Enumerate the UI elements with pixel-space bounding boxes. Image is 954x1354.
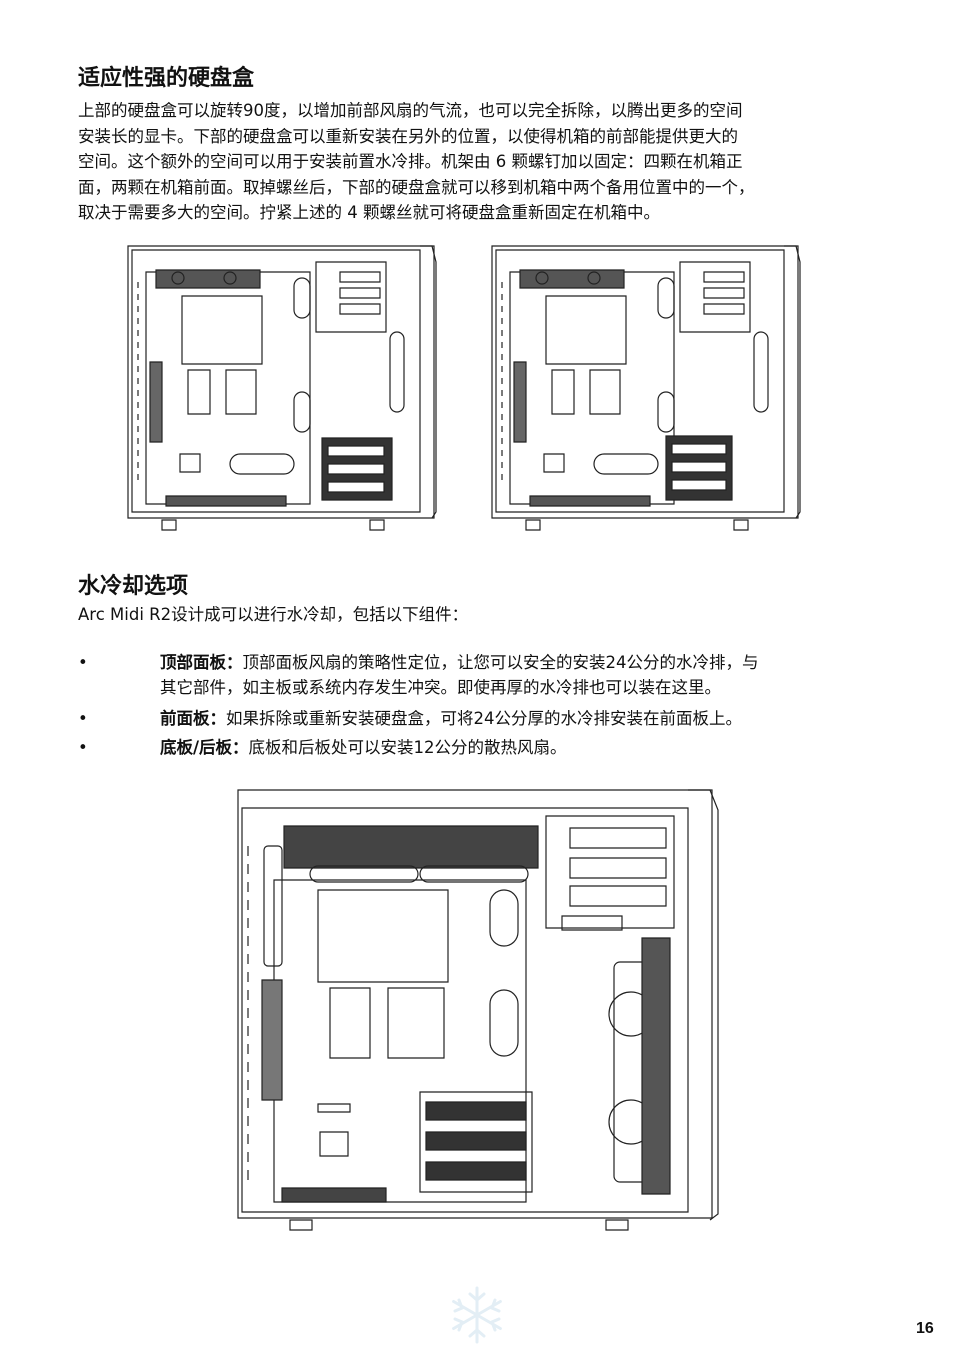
paragraph-line: 空间。这个额外的空间可以用于安装前置水冷排。机架由 6 颗螺钉加以固定：四颗在机… [78, 152, 743, 171]
paragraph-line: 面，两颗在机箱前面。取掉螺丝后，下部的硬盘盒就可以移到机箱中两个备用位置中的一个… [78, 177, 755, 197]
bullet-icon: • [78, 738, 88, 757]
case-illustration-alternate-hdd-position [490, 242, 804, 532]
section-intro-water-cooling: Arc Midi R2设计成可以进行水冷却，包括以下组件： [78, 605, 469, 624]
list-item-text: 顶部面板风扇的策略性定位，让您可以安全的安装24公分的水冷排，与 [242, 653, 759, 672]
paragraph-line: 取决于需要多大的空间。拧紧上述的 4 颗螺丝就可将硬盘盒重新固定在机箱中。 [78, 203, 660, 222]
case-illustration-water-cooling [234, 786, 724, 1232]
list-item-label: 前面板： [160, 709, 226, 728]
list-item-label: 顶部面板： [160, 653, 243, 672]
list-item-label: 底板/后板： [160, 738, 249, 757]
bullet-icon: • [78, 653, 88, 672]
list-item-text: 底板和后板处可以安装12公分的散热风扇。 [248, 738, 567, 757]
section-title-hdd-cage: 适应性强的硬盘盒 [78, 66, 255, 91]
paragraph-line: 上部的硬盘盒可以旋转90度，以增加前部风扇的气流，也可以完全拆除，以腾出更多的空… [78, 101, 743, 120]
paragraph-line: 安装长的显卡。下部的硬盘盒可以重新安装在另外的位置，以使得机箱的前部能提供更大的 [78, 126, 738, 146]
page-number: 16 [916, 1320, 934, 1337]
section-title-water-cooling: 水冷却选项 [78, 574, 189, 599]
section-paragraph-hdd-cage: 上部的硬盘盒可以旋转90度，以增加前部风扇的气流，也可以完全拆除，以腾出更多的空… [78, 98, 884, 226]
list-item-text: 其它部件，如主板或系统内存发生冲突。即使再厚的水冷排也可以装在这里。 [160, 678, 721, 697]
list-item-text: 如果拆除或重新安装硬盘盒，可将24公分厚的水冷排安装在前面板上。 [226, 709, 742, 728]
bullet-icon: • [78, 709, 88, 728]
case-illustration-default-hdd-position [126, 242, 440, 532]
snowflake-icon [446, 1284, 508, 1346]
